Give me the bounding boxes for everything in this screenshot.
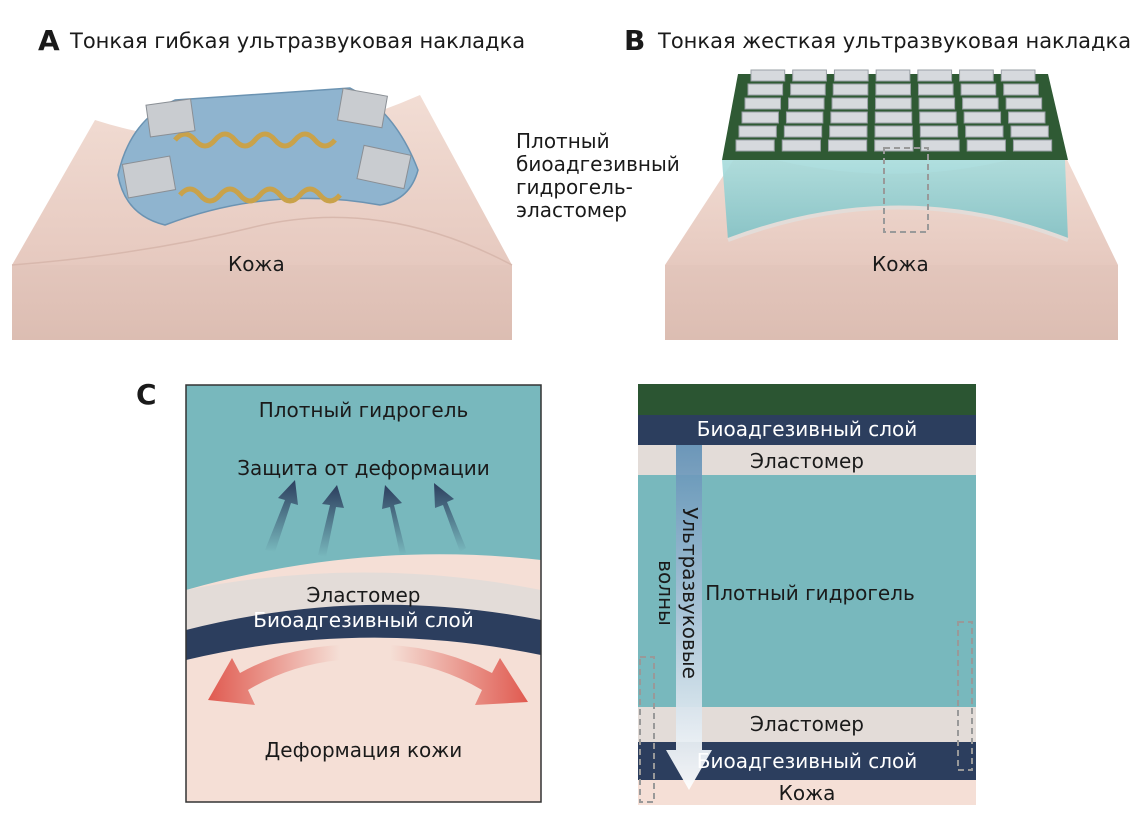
transducer-element bbox=[875, 69, 911, 82]
transducer-element bbox=[738, 125, 777, 138]
callout-line-3: гидрогель- bbox=[516, 175, 633, 199]
transducer-element bbox=[920, 139, 960, 152]
panel-b-callout: Плотный биоадгезивный гидрогель- эластом… bbox=[516, 130, 680, 222]
left-bioadhesive-label: Биоадгезивный слой bbox=[253, 608, 474, 632]
transducer-element bbox=[781, 139, 821, 152]
panel-a-letter: A bbox=[38, 24, 60, 57]
transducer-element bbox=[785, 111, 824, 124]
transducer-element bbox=[959, 69, 994, 82]
transducer-element bbox=[960, 83, 997, 96]
transducer-element bbox=[874, 111, 913, 124]
transducer-element bbox=[735, 139, 775, 152]
transducer-element bbox=[875, 97, 912, 110]
right-bioadhesive-bottom-label: Биоадгезивный слой bbox=[696, 749, 918, 773]
transducer-element bbox=[1008, 111, 1046, 124]
skin-deformation-arrows bbox=[208, 645, 528, 705]
transducer-element bbox=[962, 97, 999, 110]
panel-b-skin-label: Кожа bbox=[872, 252, 929, 276]
transducer-element bbox=[965, 125, 1004, 138]
transducer-element bbox=[783, 125, 823, 138]
left-hydrogel-label: Плотный гидрогель bbox=[258, 398, 469, 422]
right-skin-label: Кожа bbox=[778, 781, 836, 805]
transducer-element bbox=[917, 69, 953, 82]
left-skin-deformation-label: Деформация кожи bbox=[264, 738, 463, 762]
panel-b-zoom-box bbox=[883, 147, 929, 233]
transducer-element bbox=[832, 83, 869, 96]
panel-b-transducer-array bbox=[722, 69, 1068, 160]
transducer-element bbox=[919, 111, 957, 124]
callout-line-4: эластомер bbox=[516, 198, 627, 222]
transducer-element bbox=[747, 83, 784, 96]
right-elastomer-bottom-label: Эластомер bbox=[750, 712, 864, 736]
transducer-element bbox=[741, 111, 779, 124]
ultrasound-wave-label: Ультразвуковые волны bbox=[654, 507, 702, 679]
transducer-element bbox=[917, 83, 954, 96]
right-bioadhesive-top-label: Биоадгезивный слой bbox=[696, 417, 918, 441]
callout-line-2: биоадгезивный bbox=[516, 152, 680, 176]
transducer-element bbox=[874, 125, 913, 138]
panel-b-title: Тонкая жесткая ультразвуковая накладка bbox=[658, 29, 1132, 53]
transducer-element bbox=[829, 125, 868, 138]
transducer-element bbox=[827, 139, 868, 152]
transducer-element bbox=[830, 111, 868, 124]
transducer-element bbox=[750, 69, 786, 82]
transducer-element bbox=[1000, 69, 1036, 82]
panel-a-title: Тонкая гибкая ультразвуковая накладка bbox=[70, 29, 526, 53]
transducer-element bbox=[831, 97, 869, 110]
transducer-element bbox=[788, 97, 825, 110]
panel-b-hydrogel-block bbox=[722, 160, 1069, 242]
transducer-element bbox=[1005, 97, 1043, 110]
panel-a-skin-label: Кожа bbox=[228, 252, 285, 276]
callout-line-1: Плотный bbox=[516, 129, 610, 153]
left-protection-label: Защита от деформации bbox=[237, 456, 490, 480]
transducer-element bbox=[919, 125, 959, 138]
right-elastomer-top-label: Эластомер bbox=[750, 449, 864, 473]
panel-a-flexible-patch bbox=[117, 87, 419, 226]
transducer-element bbox=[833, 69, 869, 82]
transducer-element bbox=[1010, 125, 1049, 138]
transducer-element bbox=[966, 139, 1006, 152]
panel-c-left-diagram bbox=[185, 384, 542, 803]
right-hydrogel-label: Плотный гидрогель bbox=[705, 581, 915, 605]
panel-c-letter: C bbox=[136, 378, 157, 411]
panel-b-letter: B bbox=[624, 24, 646, 57]
panel-c-dashed-right bbox=[957, 621, 973, 771]
transducer-element bbox=[790, 83, 826, 96]
transducer-element bbox=[1003, 83, 1039, 96]
transducer-element bbox=[1012, 139, 1053, 152]
transducer-element bbox=[874, 139, 914, 152]
transducer-element bbox=[963, 111, 1002, 124]
transducer-element bbox=[792, 69, 827, 82]
transducer-element bbox=[918, 97, 956, 110]
panel-c-dashed-left bbox=[639, 656, 655, 803]
transducer-element bbox=[875, 83, 911, 96]
left-elastomer-label: Эластомер bbox=[306, 583, 421, 607]
transducer-element bbox=[744, 97, 782, 110]
ultrasound-wave-arrow bbox=[666, 445, 712, 790]
panel-c-right-diagram bbox=[638, 384, 976, 805]
protection-arrows bbox=[265, 480, 466, 557]
